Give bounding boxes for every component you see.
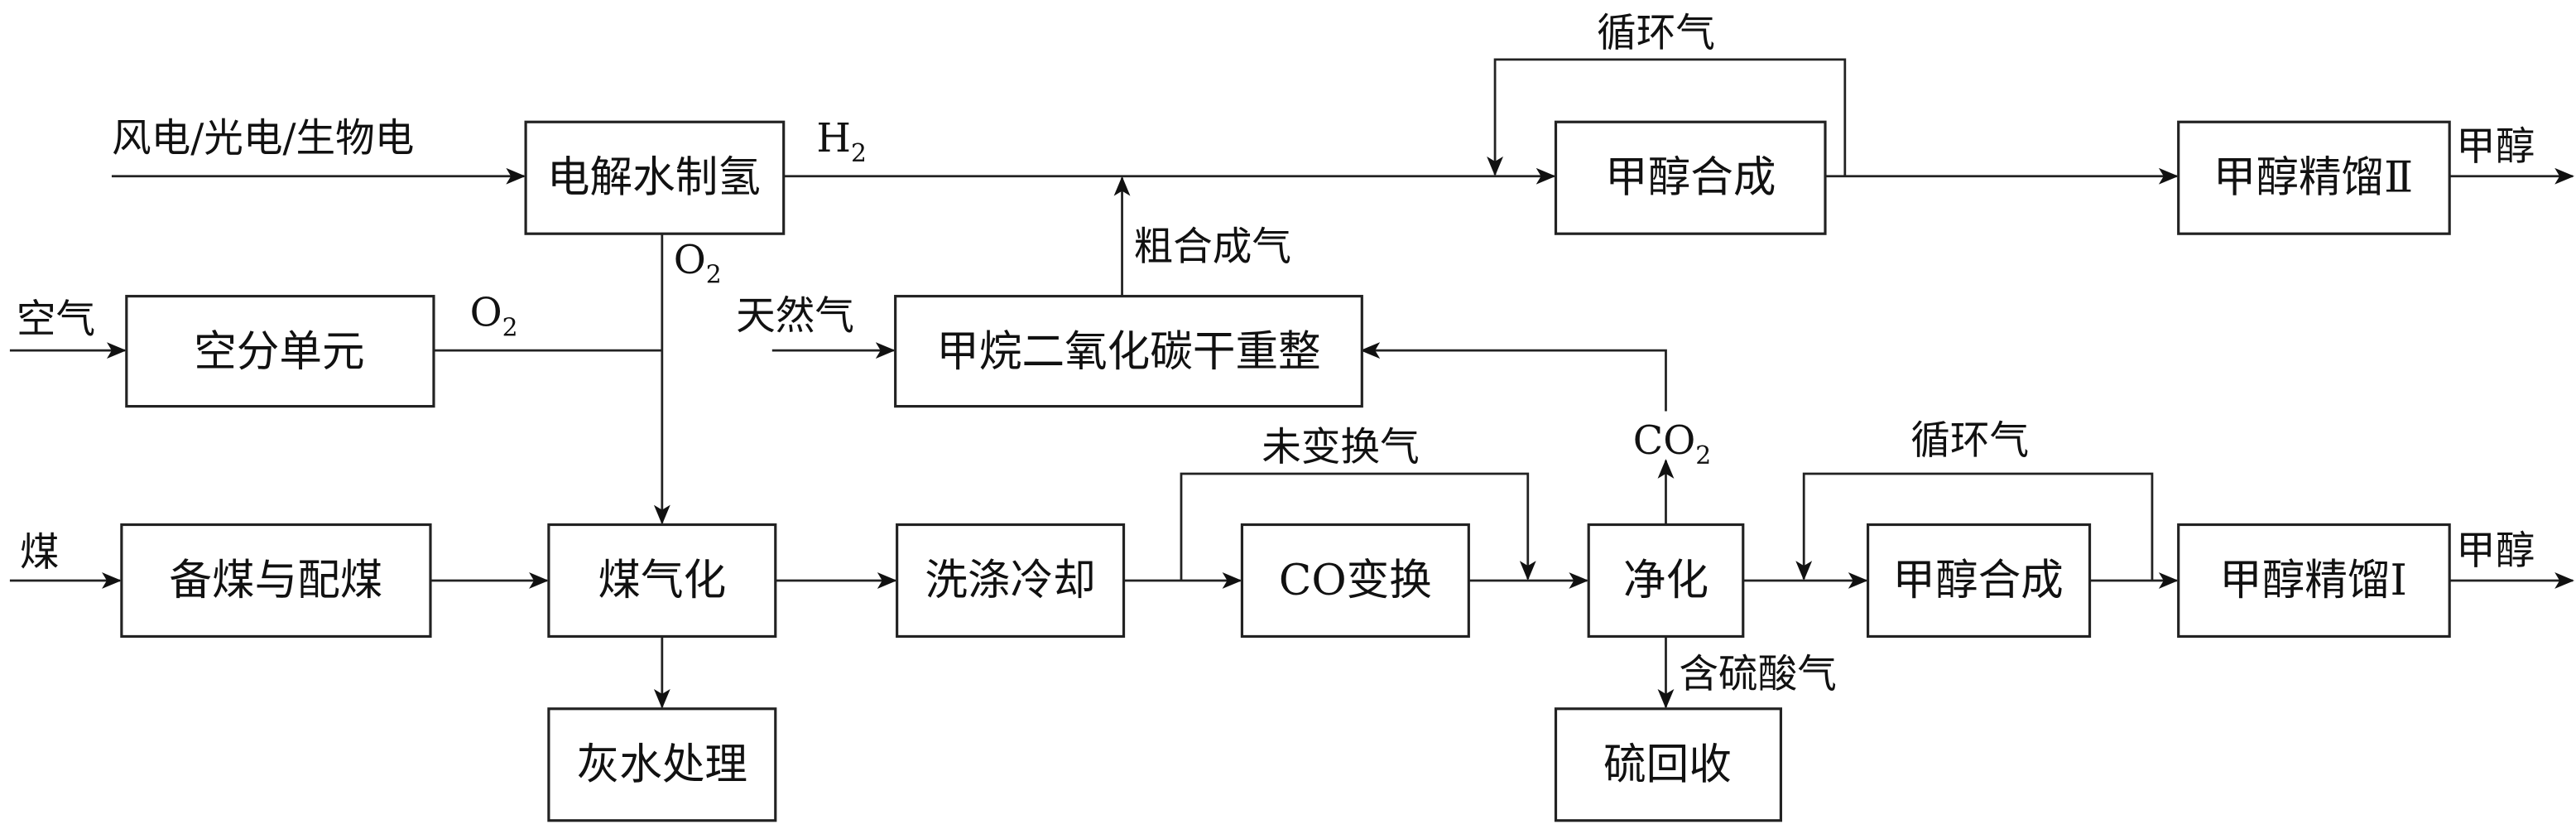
label-h2-subscript: 2 (851, 139, 867, 168)
node-label: 空分单元 (194, 327, 364, 377)
node-methanol-distillation-1: 甲醇精馏Ⅰ (2177, 523, 2451, 639)
label-sour-gas: 含硫酸气 (1679, 652, 1837, 697)
node-label: 煤气化 (598, 556, 726, 605)
flow-recycle-gas-bottom (1795, 472, 2154, 581)
node-electrolysis: 电解水制氢 (524, 120, 786, 235)
connectors (9, 58, 2575, 709)
node-label: 备煤与配煤 (169, 556, 382, 605)
label-unshifted-gas: 未变换气 (1262, 425, 1420, 470)
flow-co2-to-dry-reforming (1360, 342, 1667, 412)
label-recycle-gas-top: 循环气 (1597, 11, 1715, 56)
label-methanol-out-top: 甲醇 (2456, 124, 2535, 170)
node-label: 净化 (1623, 556, 1709, 605)
node-methanol-synthesis-bottom: 甲醇合成 (1867, 523, 2092, 639)
node-label: CO变换 (1279, 556, 1432, 605)
node-label: 洗涤冷却 (925, 556, 1095, 605)
label-recycle-gas-bottom: 循环气 (1910, 418, 2029, 464)
flow-labels: 风电/光电/生物电 H2 O2 空气 O2 天然气 粗合成气 循环气 甲醇 煤 … (17, 11, 2535, 697)
node-methanol-distillation-2: 甲醇精馏Ⅱ (2177, 120, 2451, 235)
label-o2-main: O (470, 290, 502, 335)
flow-unshifted-gas-bypass (1180, 472, 1536, 581)
label-co2-main: CO (1633, 418, 1695, 464)
node-label: 灰水处理 (577, 740, 747, 789)
node-label: 甲烷二氧化碳干重整 (936, 327, 1320, 377)
node-purification: 净化 (1587, 523, 1745, 639)
node-label: 甲醇合成 (1892, 556, 2063, 605)
node-coal-gasification: 煤气化 (547, 523, 777, 639)
label-co2: CO2 (1633, 418, 1711, 470)
label-power-input: 风电/光电/生物电 (112, 116, 414, 161)
label-o2-main: O (674, 238, 706, 283)
label-o2-subscript: 2 (706, 261, 722, 290)
node-ash-water: 灰水处理 (547, 707, 777, 822)
label-air: 空气 (17, 296, 95, 342)
node-label: 甲醇精馏Ⅱ (2213, 153, 2413, 203)
label-crude-syngas: 粗合成气 (1133, 224, 1291, 270)
label-h2: H2 (816, 116, 866, 168)
label-co2-subscript: 2 (1695, 441, 1711, 470)
label-methanol-out-bottom: 甲醇 (2456, 528, 2535, 574)
label-natural-gas: 天然气 (736, 293, 854, 339)
node-label: 甲醇精馏Ⅰ (2219, 556, 2407, 605)
node-label: 电解水制氢 (547, 153, 761, 203)
node-wash-cool: 洗涤冷却 (896, 523, 1126, 639)
node-co-shift: CO变换 (1240, 523, 1470, 639)
flow-recycle-gas-top (1487, 58, 1847, 176)
label-o2-electrolysis: O2 (674, 238, 722, 290)
node-label: 甲醇合成 (1605, 153, 1776, 203)
node-sulfur-recovery: 硫回收 (1554, 707, 1782, 822)
node-air-separation: 空分单元 (125, 295, 435, 408)
node-coal-prep: 备煤与配煤 (120, 523, 432, 639)
node-label: 硫回收 (1603, 740, 1732, 789)
label-o2-asu: O2 (470, 290, 518, 342)
node-dry-reforming: 甲烷二氧化碳干重整 (894, 295, 1363, 408)
label-coal: 煤 (20, 530, 60, 576)
node-methanol-synthesis-top: 甲醇合成 (1554, 120, 1827, 235)
label-h2-main: H (816, 116, 851, 161)
label-o2-subscript: 2 (502, 313, 518, 342)
